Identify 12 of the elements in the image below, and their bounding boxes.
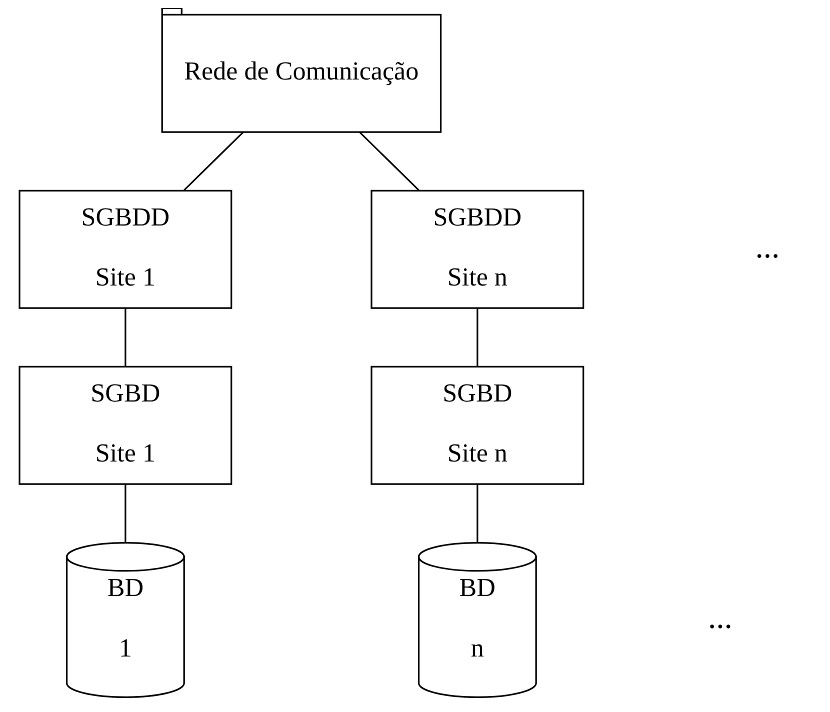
connector bbox=[183, 131, 244, 191]
node-box: SGBDD Site 1 bbox=[18, 190, 232, 309]
node-box: SGBD Site n bbox=[370, 366, 584, 485]
connector bbox=[124, 484, 126, 543]
connector bbox=[358, 131, 419, 191]
connector bbox=[124, 308, 126, 366]
node-box: SGBD Site 1 bbox=[18, 366, 232, 485]
label: ... bbox=[708, 600, 732, 636]
node-box: SGBDD Site n bbox=[370, 190, 584, 309]
label: ... bbox=[754, 230, 780, 266]
connector bbox=[476, 484, 478, 543]
connector bbox=[476, 308, 478, 366]
